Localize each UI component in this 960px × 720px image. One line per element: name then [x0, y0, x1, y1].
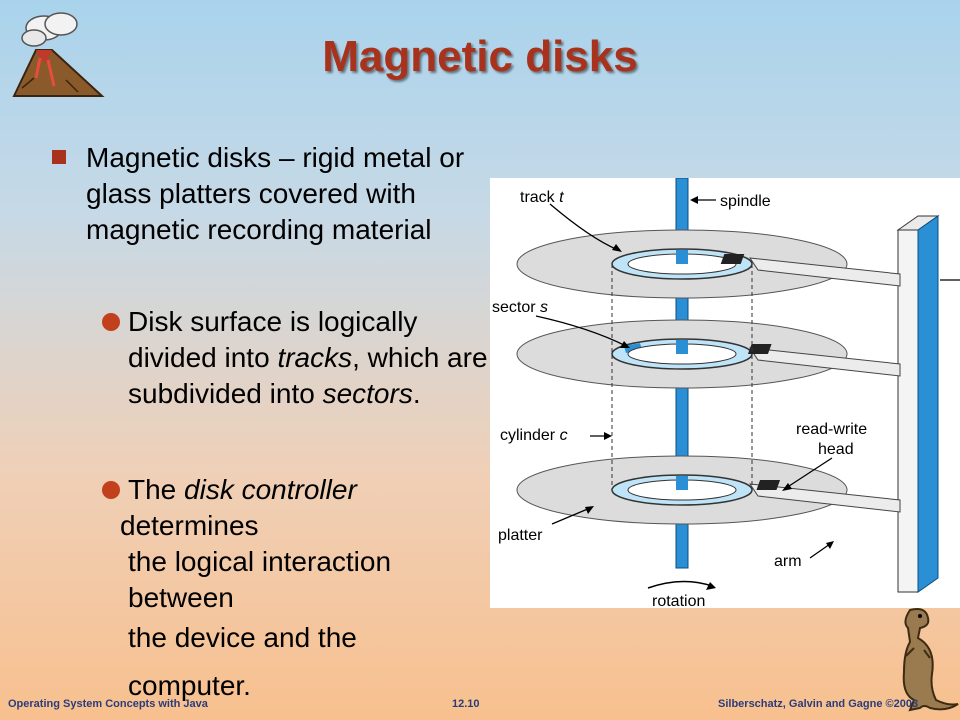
sub-bullet-text: Disk surface is logically divided into t… [128, 304, 492, 412]
disk-diagram: track t spindle sector s cylinder c read… [490, 177, 960, 610]
sub-bullet-controller: The disk controller determines the logic… [102, 472, 492, 704]
label-sector: sector s [492, 299, 548, 316]
label-head: head [818, 441, 854, 458]
platter-3 [516, 455, 901, 525]
actuator-face [897, 229, 919, 593]
label-cylinder: cylinder c [500, 427, 568, 444]
arm-arrow [809, 543, 831, 559]
sub2-a: The [128, 474, 185, 505]
sub1-e: . [412, 378, 421, 409]
sub2-b: disk controller [184, 474, 357, 505]
platter-arrow [551, 507, 591, 525]
label-track: track t [520, 189, 564, 206]
dinosaur-icon [902, 608, 959, 712]
sub2-line2: the logical interaction [128, 546, 392, 577]
platter-2 [516, 319, 901, 389]
footer-left: Operating System Concepts with Java [8, 698, 208, 710]
round-bullet-icon [102, 313, 120, 331]
sub2-line3: between [128, 582, 234, 613]
sub2-line5: computer. [128, 668, 492, 704]
rotation-arrow [647, 580, 713, 589]
main-bullet-text: Magnetic disks – rigid metal or glass pl… [86, 142, 465, 245]
sub2-end: . [243, 670, 251, 701]
sub2-line4: the device and the [128, 622, 357, 653]
main-bullet: Magnetic disks – rigid metal or glass pl… [52, 140, 492, 248]
actuator-side [917, 215, 939, 593]
sub-bullet-tracks: Disk surface is logically divided into t… [102, 304, 492, 412]
label-read-write: read-write [796, 421, 867, 438]
sub2-line1: The disk controller [128, 472, 492, 508]
track-arrow [549, 203, 619, 251]
sub1-c: , which are subdivided into [128, 342, 488, 409]
label-platter: platter [498, 527, 543, 544]
rw-head-arrow [785, 457, 833, 489]
platter-1 [516, 229, 901, 299]
sub1-d: sectors [322, 378, 413, 409]
square-bullet-icon [52, 150, 66, 164]
slide-title: Magnetic disks [322, 32, 638, 81]
sub1-a: Disk surface is logically divided into [128, 306, 418, 373]
footer-page-number: 12.10 [452, 698, 480, 710]
sub1-b: tracks [277, 342, 353, 373]
round-bullet-icon [102, 481, 120, 499]
sub2-c: determines [120, 510, 259, 541]
label-spindle: spindle [720, 193, 771, 210]
sub2-line5-text: computer [128, 670, 244, 701]
label-arm: arm [774, 553, 802, 570]
volcano-icon [12, 12, 105, 97]
sub-bullet-text: The disk controller determines the logic… [120, 472, 492, 704]
label-rotation: rotation [652, 593, 705, 608]
sector-arrow [535, 315, 627, 347]
footer-right: Silberschatz, Galvin and Gagne ©2003 [718, 698, 919, 710]
